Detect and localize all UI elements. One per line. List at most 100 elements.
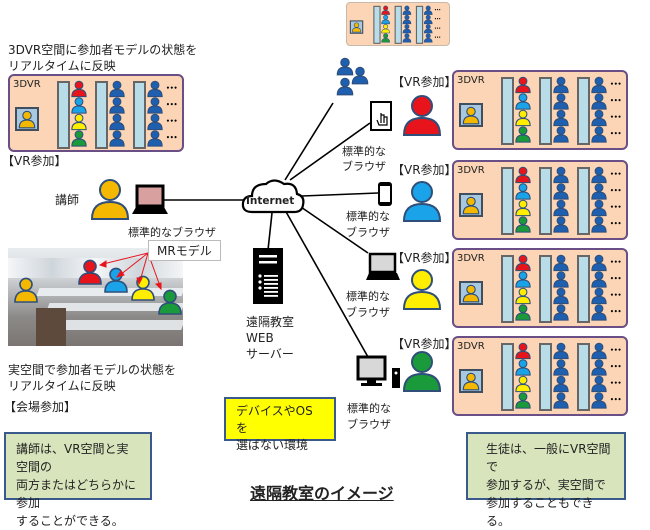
student-icon	[591, 93, 607, 110]
vr-scene: ••••••••••••	[459, 342, 622, 411]
student-icon	[553, 254, 569, 272]
device-os-note: デバイスやOSを 選ばない環境	[224, 397, 336, 452]
teacher-note-line3: することができる。	[16, 514, 124, 528]
vr-panel-left: 3DVR ••••••••••••	[8, 74, 184, 152]
student-icon	[591, 304, 607, 321]
student-icon	[591, 183, 607, 200]
student-icon	[147, 113, 163, 131]
ellipsis: •••	[610, 204, 622, 211]
student-icon	[423, 24, 433, 34]
student-icon	[591, 126, 607, 143]
ellipsis: •••	[610, 131, 622, 138]
student-note-line3: 参加することもできる。	[486, 496, 594, 528]
student-icon	[515, 392, 531, 409]
mr-student-red-icon	[78, 259, 102, 285]
student-icon	[515, 271, 531, 288]
browser-label-phone-2: ブラウザ	[346, 226, 390, 239]
vr-panel-label: 3DVR	[457, 253, 485, 264]
ellipsis: •••	[166, 135, 178, 142]
student-icon	[591, 271, 607, 288]
student-icon	[109, 113, 125, 131]
ellipsis: •••	[166, 102, 178, 109]
student-icon	[515, 216, 531, 233]
student-icon	[553, 199, 569, 217]
line-laptop	[297, 204, 369, 254]
student-icon	[553, 392, 569, 409]
desk	[415, 5, 424, 44]
browser-label-desktop-1: 標準的な	[347, 402, 391, 415]
server-label-line1: 遠隔教室	[246, 315, 295, 329]
internet-label: Internet	[246, 195, 295, 207]
student-icon	[515, 375, 531, 393]
vr-join-label-left: 【VR参加】	[2, 154, 67, 168]
line-group	[284, 102, 334, 181]
student-icon	[553, 304, 569, 321]
student-icon	[591, 216, 607, 233]
vr-scene: ••••••••••••	[459, 166, 622, 235]
desk	[57, 81, 70, 149]
teacher-note: 講師は、VR空間と実空間の 両方またはどちらかに参加 することができる。	[4, 432, 152, 528]
diagram-title: 遠隔教室のイメージ	[250, 484, 394, 503]
ellipsis: •••	[610, 259, 622, 266]
ellipsis: •••	[610, 98, 622, 105]
teacher-portrait-icon	[462, 372, 480, 391]
student-icon	[423, 14, 433, 25]
vr-panel-label: 3DVR	[13, 79, 41, 90]
internet-cloud-icon	[241, 179, 305, 214]
student-note-line2: 参加するが、実空間で	[486, 478, 606, 492]
student-icon	[591, 254, 607, 272]
student-icon	[553, 166, 569, 184]
desk	[394, 5, 402, 44]
student-icon	[553, 76, 569, 94]
student-icon	[591, 342, 607, 360]
student-icon	[591, 392, 607, 409]
ellipsis: •••	[610, 81, 622, 88]
browser-label-tablet-2: ブラウザ	[342, 160, 386, 173]
ellipsis: •••	[610, 114, 622, 121]
desk	[539, 343, 552, 411]
desk	[577, 255, 590, 323]
student-icon	[515, 109, 531, 127]
line-tablet	[289, 122, 371, 181]
student-icon	[591, 109, 607, 127]
smartphone-icon	[378, 182, 392, 206]
student-icon	[553, 287, 569, 305]
teacher-avatar-icon	[90, 179, 130, 220]
line-server	[267, 212, 273, 251]
desktop-pc-icon	[356, 355, 400, 388]
student-icon	[147, 80, 163, 98]
vr-join-label-2: 【VR参加】	[392, 163, 457, 177]
ellipsis: •••	[610, 380, 622, 387]
student-icon	[591, 166, 607, 184]
student-icon	[109, 97, 125, 114]
mr-arrows	[98, 252, 162, 291]
real-caption-line1: 実空間で参加者モデルの状態を	[8, 363, 177, 377]
student-icon	[336, 77, 354, 96]
student-icon	[71, 113, 87, 131]
mr-teacher-icon	[14, 277, 38, 303]
student-icon	[147, 97, 163, 114]
student-icon	[423, 5, 433, 15]
teacher-portrait-icon	[462, 196, 480, 215]
student-icon	[402, 5, 412, 15]
teacher-label: 講師	[55, 193, 80, 207]
teacher-note-line2: 両方またはどちらかに参加	[16, 478, 137, 510]
ellipsis: •••	[610, 397, 622, 404]
teacher-browser-label: 標準的なブラウザ	[128, 226, 216, 239]
student-icon	[515, 342, 531, 360]
ellipsis: •••	[434, 17, 440, 21]
desk	[577, 343, 590, 411]
student-icon	[553, 271, 569, 288]
student-icon	[402, 24, 412, 34]
ellipsis: •••	[610, 171, 622, 178]
browser-label-desktop-2: ブラウザ	[347, 418, 391, 431]
avatar-yellow-icon	[402, 269, 442, 310]
student-icon	[109, 130, 125, 147]
desk	[95, 81, 108, 149]
student-icon	[515, 287, 531, 305]
ellipsis: •••	[434, 8, 440, 12]
desk	[373, 5, 381, 44]
vr-scene: ••••••••••••	[15, 80, 178, 149]
desk	[539, 77, 552, 145]
student-icon	[591, 359, 607, 376]
